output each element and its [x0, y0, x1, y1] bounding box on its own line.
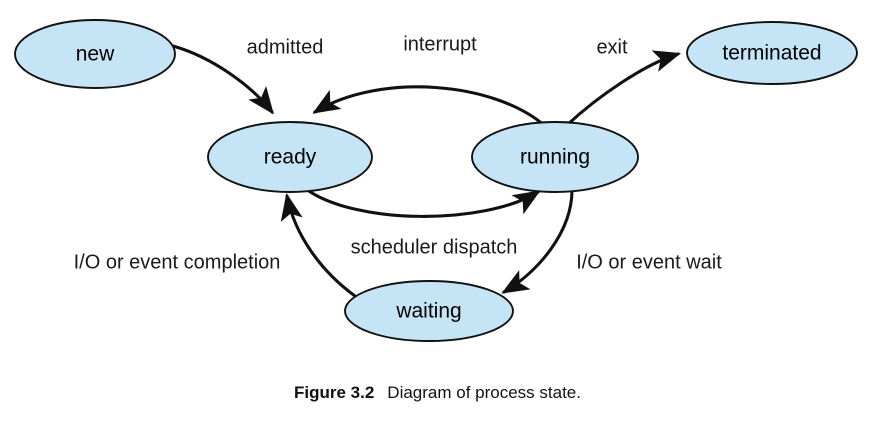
node-terminated-label: terminated — [722, 42, 821, 65]
edge-interrupt-path — [312, 85, 547, 128]
node-waiting-label: waiting — [395, 300, 461, 323]
edge-admitted-label: admitted — [247, 36, 324, 58]
edge-exit: exit — [564, 36, 681, 128]
node-new-ellipse[interactable] — [14, 19, 176, 89]
node-running-ellipse[interactable] — [471, 121, 639, 193]
node-terminated[interactable]: terminated — [686, 21, 858, 85]
edge-interrupt-label: interrupt — [403, 33, 477, 55]
node-ready-ellipse[interactable] — [207, 121, 373, 193]
figure-caption: Figure 3.2 Diagram of process state. — [0, 383, 875, 403]
edge-io-event-completion-label: I/O or event completion — [74, 251, 281, 273]
edge-io-event-completion: I/O or event completion — [74, 192, 357, 298]
edge-admitted-path — [171, 44, 274, 115]
node-ready-label: ready — [264, 146, 317, 169]
node-new-label: new — [76, 43, 115, 66]
edge-interrupt: interrupt — [312, 33, 547, 128]
edge-io-event-wait-label: I/O or event wait — [576, 251, 722, 273]
node-running-label: running — [520, 146, 590, 169]
figure-caption-number: Figure 3.2 — [293, 383, 375, 402]
edge-scheduler-dispatch: scheduler dispatch — [304, 187, 541, 258]
edge-io-event-wait-path — [501, 188, 574, 294]
node-ready[interactable]: ready — [207, 121, 373, 193]
edge-scheduler-dispatch-path — [304, 187, 541, 218]
node-new[interactable]: new — [14, 19, 176, 89]
edge-exit-label: exit — [596, 36, 628, 58]
node-waiting-ellipse[interactable] — [344, 280, 514, 342]
edge-scheduler-dispatch-label: scheduler dispatch — [351, 236, 518, 258]
node-waiting[interactable]: waiting — [344, 280, 514, 342]
edge-io-event-wait: I/O or event wait — [501, 188, 722, 294]
edge-admitted: admitted — [171, 36, 324, 115]
node-running[interactable]: running — [471, 121, 639, 193]
node-terminated-ellipse[interactable] — [686, 21, 858, 85]
edge-io-event-completion-path — [280, 192, 357, 298]
figure-caption-description: Diagram of process state. — [387, 383, 581, 402]
edge-exit-path — [564, 50, 681, 128]
